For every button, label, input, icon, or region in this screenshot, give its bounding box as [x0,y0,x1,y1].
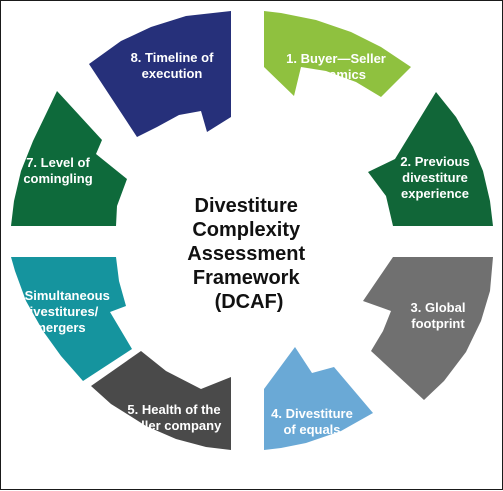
segment-1-label-line-1: 1. Buyer—Seller [286,51,386,66]
segment-6-label-line-2: divestitures/ [22,304,99,319]
segment-5-shape [91,351,231,450]
center-title-line-2: Complexity [192,219,301,241]
segment-3-label-line-1: 3. Global [411,300,466,315]
segment-3-shape [363,257,493,400]
segment-7-label-line-2: comingling [23,171,92,186]
center-title: Divestiture Complexity Assessment Framew… [187,195,310,313]
segment-2-shape [368,92,493,226]
segment-8-shape [89,11,231,137]
segment-6-label-line-3: mergers [34,320,85,335]
segment-3-label-line-2: footprint [411,316,465,331]
segment-8-label-line-2: execution [142,66,203,81]
center-title-line-4: Framework [193,267,301,289]
segment-6-shape [11,257,132,381]
center-title-line-1: Divestiture [195,195,298,217]
segment-5-label-line-2: seller company [127,418,222,433]
segment-8-label-line-1: 8. Timeline of [131,50,215,65]
segment-2-label-line-2: divestiture [402,170,468,185]
segment-2-label-line-1: 2. Previous [400,154,469,169]
segment-1-label-line-2: dynamics [306,67,366,82]
center-title-line-3: Assessment [187,243,305,265]
segment-4-shape [264,347,373,450]
segment-1-shape [264,11,411,97]
segment-7-shape [11,91,127,226]
segment-2-label-line-3: experience [401,186,469,201]
segment-4-label-line-1: 4. Divestiture [271,406,353,421]
segment-5-label-line-1: 5. Health of the [127,402,220,417]
center-title-line-5: (DCAF) [215,291,284,313]
segment-4-label-line-2: of equals [283,422,340,437]
segment-7-label-line-1: 7. Level of [26,155,90,170]
segment-6-label-line-1: 6. Simultaneous [10,288,110,303]
